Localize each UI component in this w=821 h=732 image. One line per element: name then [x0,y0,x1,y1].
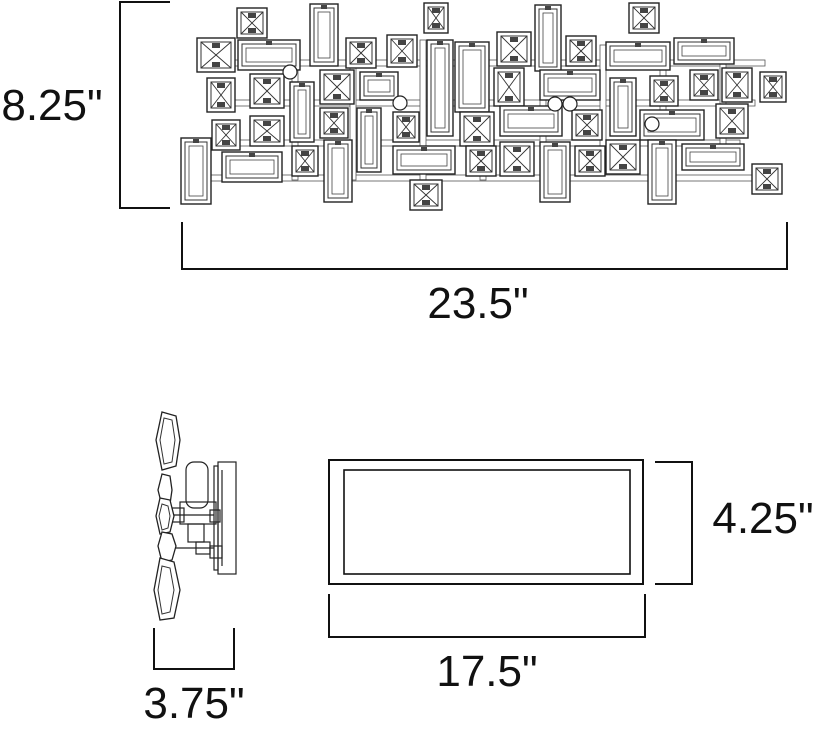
side-depth-label: 3.75" [143,679,244,728]
backplate-height-label: 4.25" [712,494,813,543]
side-depth-dimension: 3.75" [143,628,245,728]
backplate-width-label: 17.5" [436,647,537,696]
backplate-height-dimension: 4.25" [655,461,814,585]
front-width-dimension: 23.5" [181,222,788,328]
front-view-crystal-mosaic [180,2,787,211]
front-height-dimension: 8.25" [1,1,170,209]
backplate-view [328,459,644,585]
front-height-label: 8.25" [1,81,102,130]
side-view [153,411,237,621]
backplate-width-dimension: 17.5" [328,594,646,696]
front-width-label: 23.5" [427,279,528,328]
